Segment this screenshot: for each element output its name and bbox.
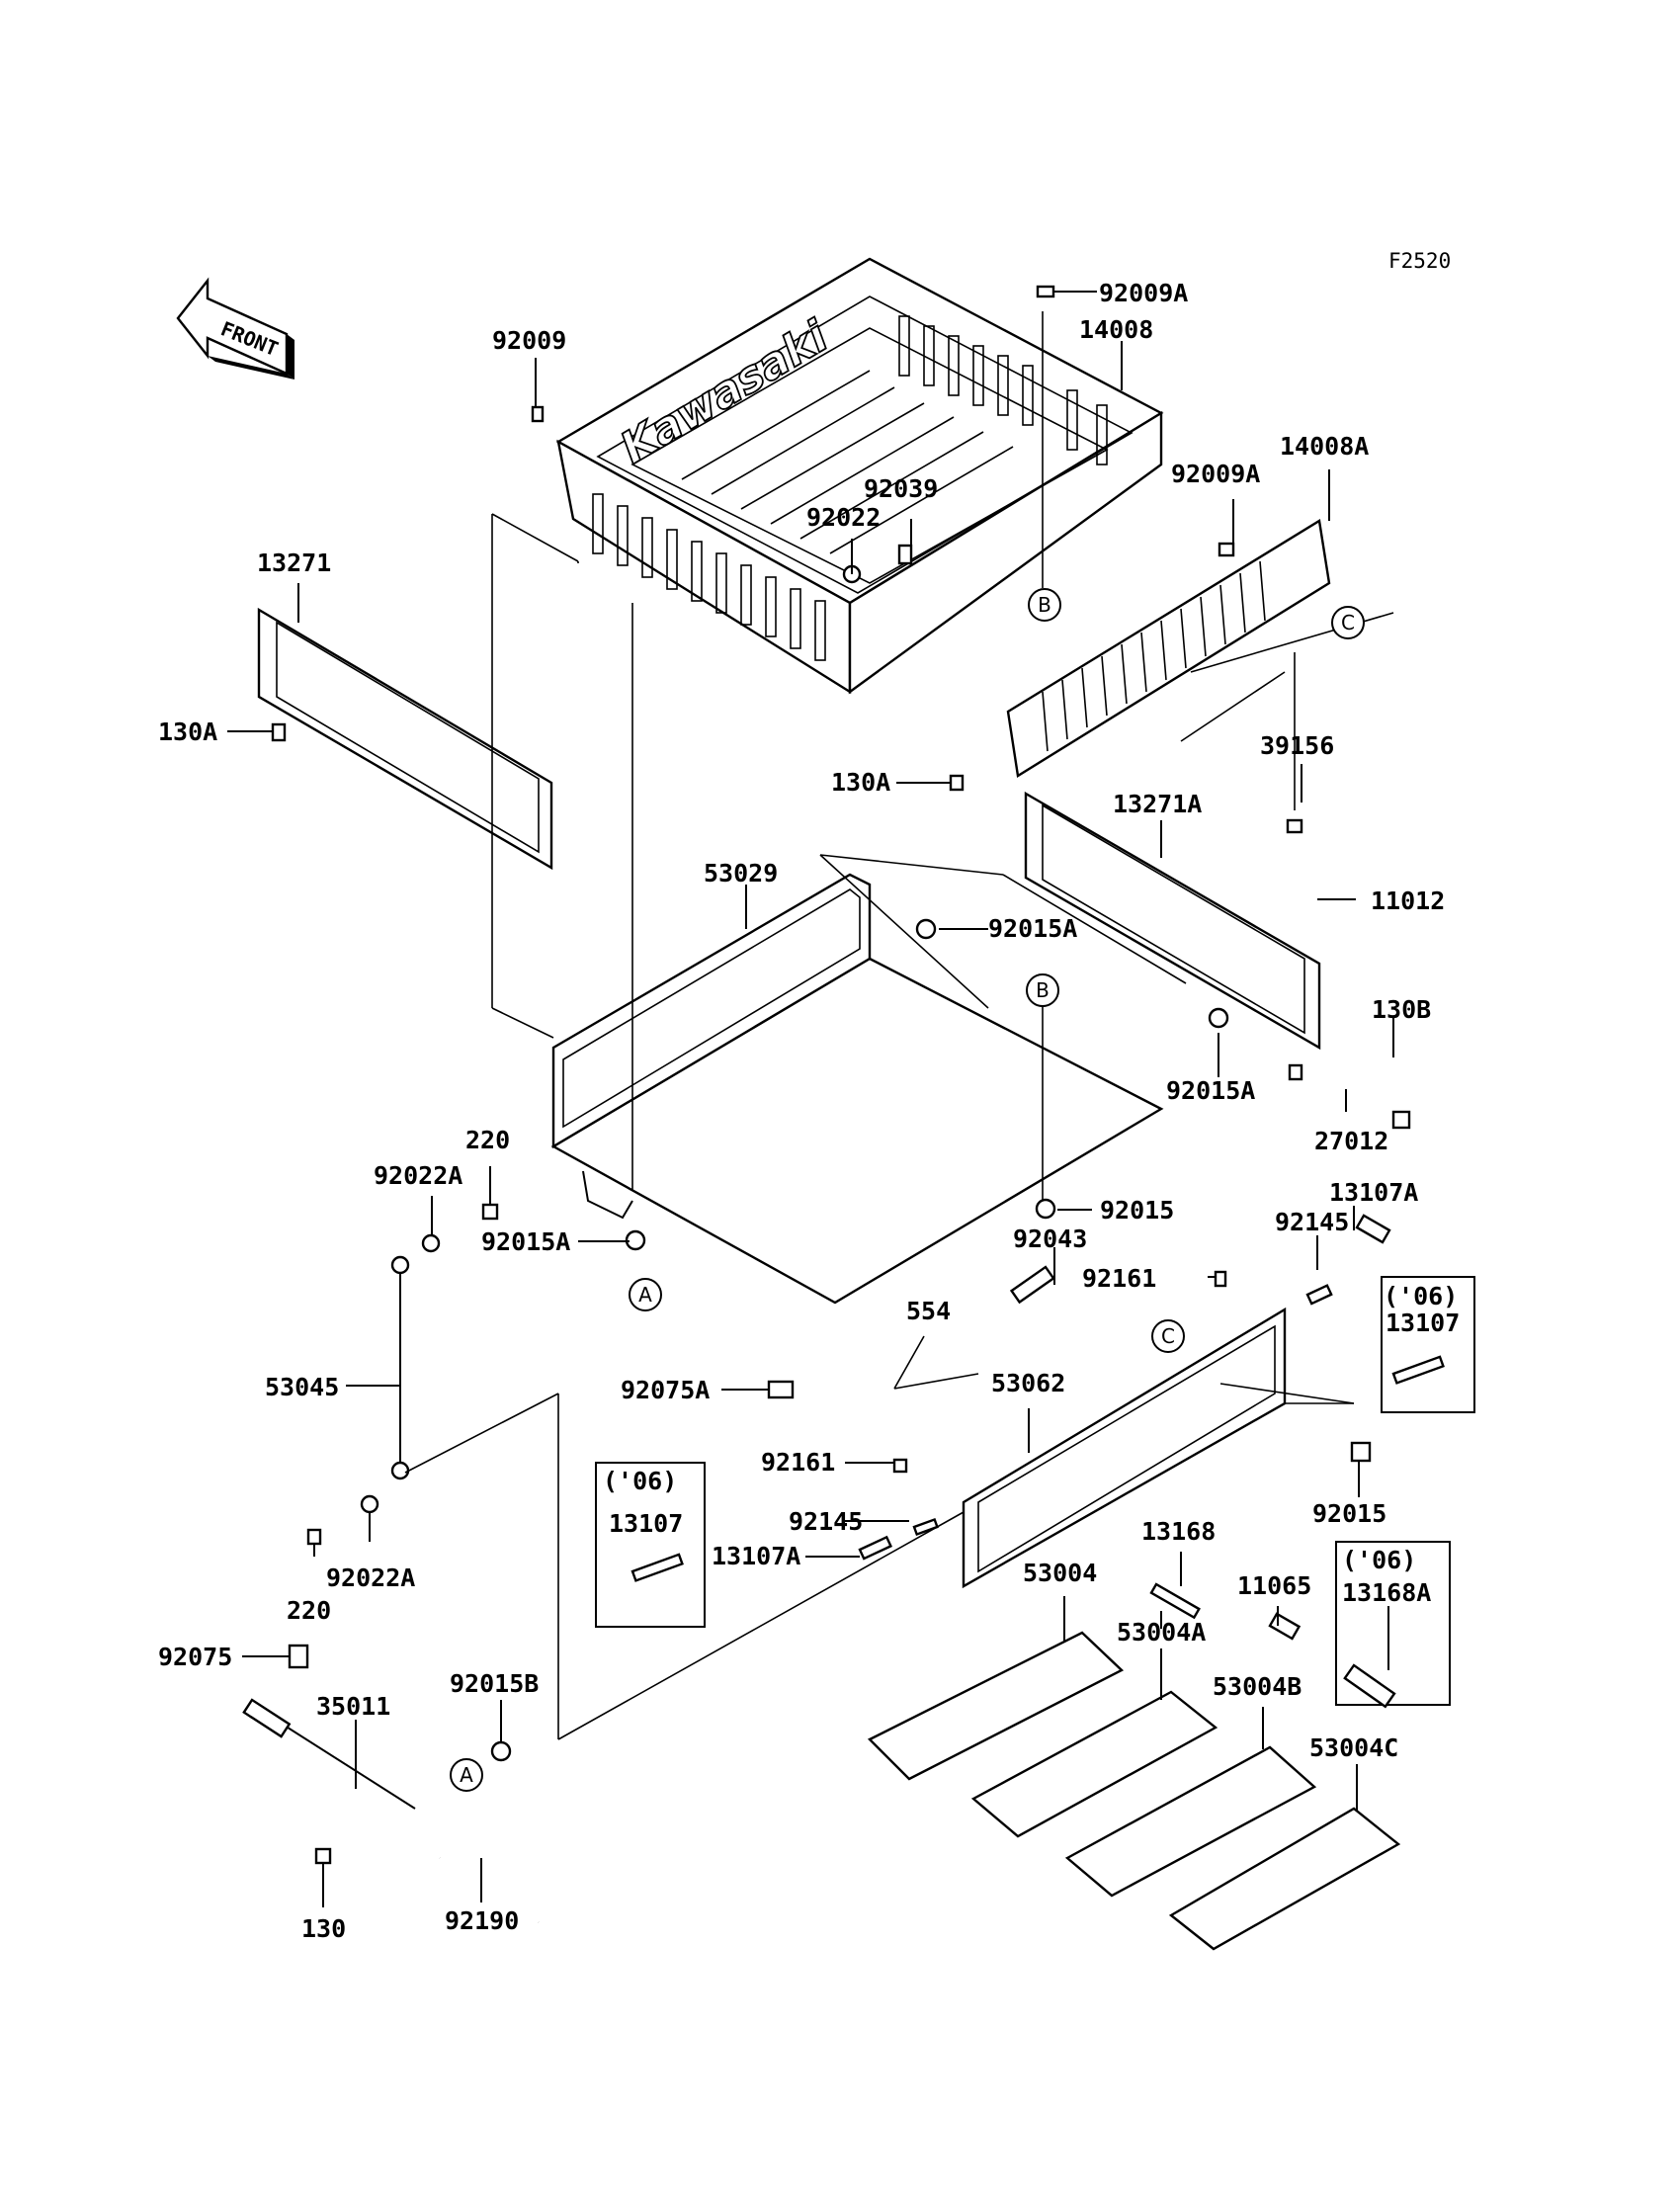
label-13271: 13271 bbox=[257, 549, 331, 577]
svg-text:C: C bbox=[1161, 1324, 1175, 1348]
right-side-rail bbox=[1024, 791, 1321, 1051]
label-92009A-side: 92009A bbox=[1171, 460, 1260, 488]
figure-code: F2520 bbox=[1388, 249, 1451, 273]
callout-C-mid: C bbox=[1151, 1319, 1185, 1353]
label-year-tag-13168A: ('06) bbox=[1342, 1546, 1416, 1574]
label-14008A: 14008A bbox=[1280, 432, 1369, 461]
label-53045: 53045 bbox=[265, 1373, 339, 1401]
label-92009: 92009 bbox=[492, 326, 566, 355]
label-92022A-bottom: 92022A bbox=[326, 1563, 415, 1592]
label-220-top: 220 bbox=[465, 1126, 510, 1154]
svg-text:A: A bbox=[460, 1763, 473, 1787]
label-92161-left: 92161 bbox=[761, 1448, 835, 1477]
label-53004B: 53004B bbox=[1213, 1672, 1302, 1701]
svg-text:A: A bbox=[638, 1283, 652, 1307]
svg-text:C: C bbox=[1341, 611, 1355, 634]
label-14008: 14008 bbox=[1079, 315, 1153, 344]
leader-lines bbox=[227, 291, 1394, 1907]
label-53004: 53004 bbox=[1023, 1559, 1097, 1587]
label-92075A: 92075A bbox=[621, 1376, 710, 1404]
label-53062: 53062 bbox=[991, 1369, 1065, 1397]
label-13107-right: 13107 bbox=[1386, 1309, 1460, 1337]
callout-A-mid: A bbox=[629, 1278, 662, 1311]
year-box-13107-left bbox=[595, 1462, 706, 1628]
label-92015A-top: 92015A bbox=[988, 914, 1077, 943]
label-53004C: 53004C bbox=[1309, 1733, 1398, 1762]
label-92039: 92039 bbox=[864, 474, 938, 503]
left-side-rail bbox=[257, 607, 553, 871]
label-13107-left: 13107 bbox=[609, 1509, 683, 1538]
callout-C-top: C bbox=[1331, 606, 1365, 639]
label-92015-right: 92015 bbox=[1312, 1499, 1386, 1528]
label-92075: 92075 bbox=[158, 1643, 232, 1671]
label-92022: 92022 bbox=[806, 503, 881, 532]
callout-B-top: B bbox=[1028, 588, 1061, 622]
label-27012: 27012 bbox=[1314, 1127, 1388, 1155]
front-arrow-icon: FRONT bbox=[176, 277, 294, 380]
callout-A-bottom: A bbox=[450, 1758, 483, 1792]
label-11065: 11065 bbox=[1237, 1571, 1311, 1600]
label-130A-left: 130A bbox=[158, 718, 217, 746]
label-92015B: 92015B bbox=[450, 1669, 539, 1698]
svg-text:B: B bbox=[1038, 593, 1051, 617]
label-11012: 11012 bbox=[1371, 887, 1445, 915]
front-panel bbox=[1006, 519, 1331, 778]
year-box-13107-right bbox=[1381, 1276, 1475, 1413]
label-130B: 130B bbox=[1372, 995, 1431, 1024]
label-year-tag-left: ('06) bbox=[603, 1467, 677, 1495]
bed-mats bbox=[867, 1631, 1401, 1951]
label-13271A: 13271A bbox=[1113, 790, 1202, 818]
label-53004A: 53004A bbox=[1117, 1618, 1206, 1647]
label-92190: 92190 bbox=[445, 1906, 519, 1935]
label-13168A: 13168A bbox=[1342, 1578, 1431, 1607]
cargo-bed-box: Kawasaki bbox=[555, 257, 1164, 695]
label-39156: 39156 bbox=[1260, 731, 1334, 760]
label-13107A-left: 13107A bbox=[712, 1542, 800, 1570]
label-year-tag-right: ('06) bbox=[1384, 1282, 1458, 1310]
label-53029: 53029 bbox=[704, 859, 778, 887]
label-92009A-top: 92009A bbox=[1099, 279, 1188, 307]
fasteners bbox=[271, 285, 1411, 1865]
label-92145-left: 92145 bbox=[789, 1507, 863, 1536]
label-92145-right: 92145 bbox=[1275, 1208, 1349, 1236]
label-554: 554 bbox=[906, 1297, 951, 1325]
label-13107A-right: 13107A bbox=[1329, 1178, 1418, 1207]
label-92015: 92015 bbox=[1100, 1196, 1174, 1225]
part-labels: 92009 92009A 14008 14008A 92009A 92039 9… bbox=[158, 279, 1460, 1943]
label-220-bottom: 220 bbox=[287, 1596, 331, 1625]
label-92015A-left: 92015A bbox=[481, 1227, 570, 1256]
label-92043: 92043 bbox=[1013, 1225, 1087, 1253]
label-13168: 13168 bbox=[1141, 1517, 1216, 1546]
svg-text:B: B bbox=[1036, 978, 1050, 1002]
tailgate bbox=[962, 1307, 1287, 1589]
label-130: 130 bbox=[301, 1914, 346, 1943]
label-92022A-top: 92022A bbox=[374, 1161, 462, 1190]
callout-B-mid: B bbox=[1026, 973, 1059, 1007]
label-92015A-right: 92015A bbox=[1166, 1076, 1255, 1105]
label-130A-mid: 130A bbox=[831, 768, 890, 797]
label-35011: 35011 bbox=[316, 1692, 390, 1721]
label-92161-right: 92161 bbox=[1082, 1264, 1156, 1293]
